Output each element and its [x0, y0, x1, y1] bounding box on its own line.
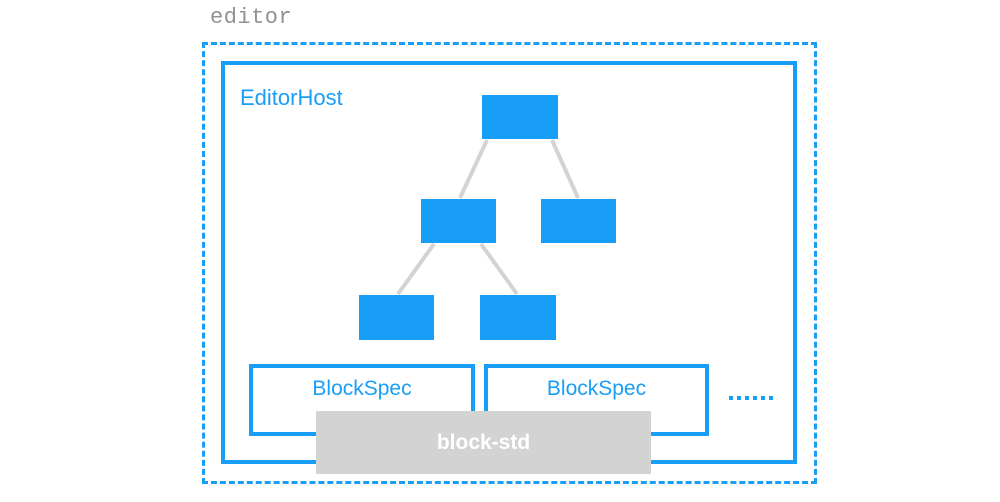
ellipsis-icon	[729, 396, 773, 400]
block-std-overlay-bar: block-std	[316, 411, 651, 474]
block-spec-label-2: BlockSpec	[546, 377, 647, 400]
tree-node-level2-right[interactable]	[480, 295, 556, 340]
block-spec-label-1: BlockSpec	[312, 377, 412, 400]
ellipsis-dot	[729, 396, 733, 400]
ellipsis-dot	[745, 396, 749, 400]
ellipsis-dot	[753, 396, 757, 400]
tree-node-root[interactable]	[482, 95, 558, 139]
editor-dashed-boundary	[202, 42, 817, 484]
tree-node-level1-right[interactable]	[541, 199, 616, 243]
editor-host-title: EditorHost	[240, 85, 343, 110]
ellipsis-dot	[769, 396, 773, 400]
block-std-label: block-std	[436, 430, 531, 454]
tree-node-level2-left[interactable]	[359, 295, 434, 340]
tree-node-level1-left[interactable]	[421, 199, 496, 243]
outer-container-label: editor	[210, 5, 293, 30]
ellipsis-dot	[761, 396, 765, 400]
ellipsis-dot	[737, 396, 741, 400]
